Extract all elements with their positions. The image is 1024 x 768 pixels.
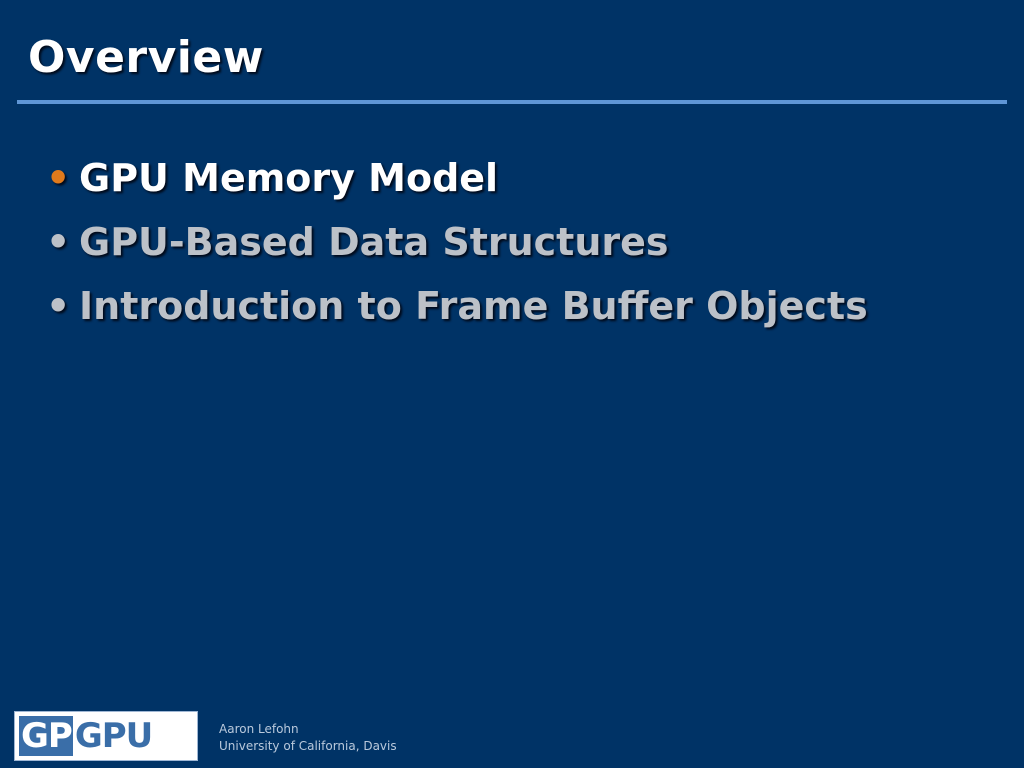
bullet-text: GPU Memory Model xyxy=(79,156,499,200)
logo-text-gpu: GPU xyxy=(72,716,193,756)
bullet-dot-icon: • xyxy=(46,284,71,328)
footer-author: Aaron Lefohn xyxy=(219,722,299,736)
title-divider xyxy=(17,100,1007,104)
logo-text-gp: GP xyxy=(19,716,73,756)
bullet-dot-icon: • xyxy=(46,220,71,264)
bullet-text: GPU-Based Data Structures xyxy=(79,220,669,264)
bullet-item: • GPU Memory Model xyxy=(46,146,868,210)
bullet-list: • GPU Memory Model • GPU-Based Data Stru… xyxy=(46,146,868,338)
bullet-text: Introduction to Frame Buffer Objects xyxy=(79,284,868,328)
gpgpu-logo: GP GPU xyxy=(14,711,198,761)
footer-affiliation: University of California, Davis xyxy=(219,739,397,753)
bullet-item: • GPU-Based Data Structures xyxy=(46,210,868,274)
bullet-dot-icon: • xyxy=(46,156,71,200)
footer-credit: Aaron Lefohn University of California, D… xyxy=(219,721,397,755)
bullet-item: • Introduction to Frame Buffer Objects xyxy=(46,274,868,338)
slide-title: Overview xyxy=(28,32,264,83)
